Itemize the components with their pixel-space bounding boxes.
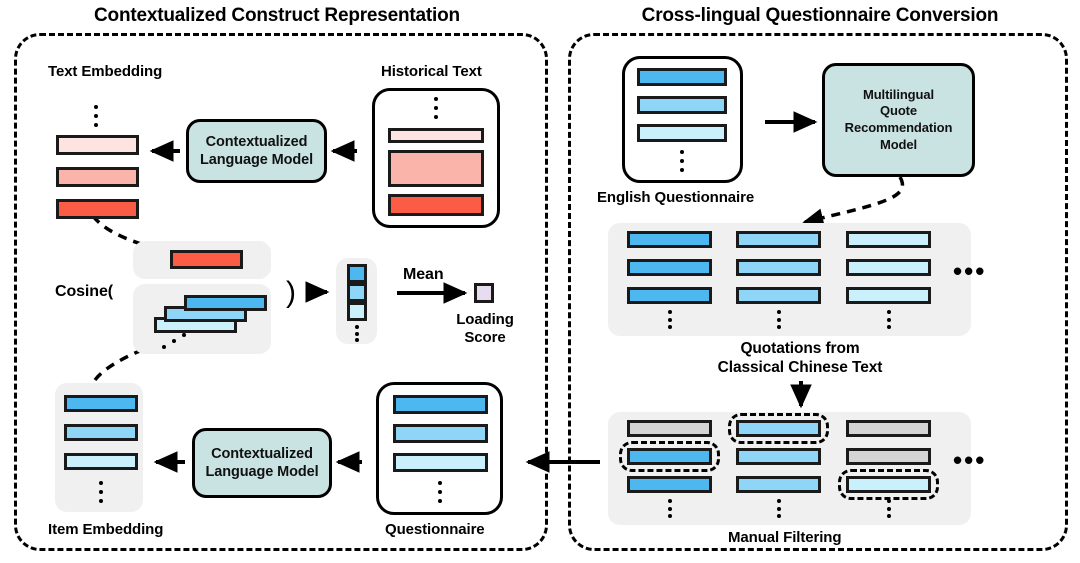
quotations-c2-bar-1 <box>736 231 821 248</box>
text-embedding-label: Text Embedding <box>48 63 163 80</box>
multilingual-quote-recommendation-model[interactable]: Multilingual Quote Recommendation Model <box>822 63 975 177</box>
filtering-c2-bar-2 <box>736 448 821 465</box>
questionnaire-bar-2 <box>393 424 488 443</box>
quotations-label-line1: Quotations from <box>740 340 860 357</box>
item-embedding-dots <box>98 481 104 503</box>
filtering-c3-bar-3[interactable] <box>846 476 931 493</box>
english-questionnaire-bar-1 <box>637 68 727 86</box>
quote-model-line4: Model <box>879 136 918 152</box>
quotations-c2-bar-3 <box>736 287 821 304</box>
loading-score-line1: Loading <box>456 311 514 328</box>
quotations-c3-bar-3 <box>846 287 931 304</box>
item-embedding-bar-1 <box>64 395 138 412</box>
score-vector-dots <box>354 325 360 342</box>
historical-text-bar-2 <box>388 150 484 187</box>
item-embedding-bar-3 <box>64 453 138 470</box>
text-embedding-bar-2 <box>56 167 139 187</box>
text-embedding-bar-3 <box>56 199 139 219</box>
quotations-c1-dots <box>667 310 673 329</box>
contextualized-language-model-top[interactable]: Contextualized Language Model <box>186 119 327 183</box>
quote-model-line2: Quote <box>879 103 918 119</box>
quote-model-line3: Recommendation <box>844 120 953 135</box>
filtering-c3-bar-2 <box>846 448 931 465</box>
filtering-c3-bar-1 <box>846 420 931 437</box>
questionnaire-dots <box>437 481 443 503</box>
quotations-c3-dots <box>886 310 892 329</box>
right-panel-boundary <box>568 33 1068 551</box>
quotations-c3-bar-1 <box>846 231 931 248</box>
filtering-c2-bar-1[interactable] <box>736 420 821 437</box>
mean-label: Mean <box>403 266 444 283</box>
quotations-c1-bar-3 <box>627 287 712 304</box>
historical-text-bar-3 <box>388 194 484 216</box>
score-vector-cell-1 <box>347 264 367 283</box>
score-vector-cell-3 <box>347 302 367 321</box>
filtering-ellipsis: ••• <box>953 445 987 475</box>
quote-model-line1: Multilingual <box>862 86 934 102</box>
manual-filtering-label: Manual Filtering <box>728 529 842 546</box>
text-embedding-dots <box>93 105 99 127</box>
right-panel-title: Cross-lingual Questionnaire Conversion <box>641 5 999 26</box>
questionnaire-bar-1 <box>393 395 488 414</box>
left-panel-title: Contextualized Construct Representation <box>94 5 460 26</box>
english-questionnaire-dots <box>679 150 685 172</box>
quotations-ellipsis: ••• <box>953 256 987 286</box>
quotations-label-line2: Classical Chinese Text <box>717 358 883 376</box>
quotations-c2-dots <box>776 310 782 329</box>
filtering-c1-bar-3 <box>627 476 712 493</box>
cosine-item-bar-dark <box>184 295 267 311</box>
quote-model-text: Multilingual Quote Recommendation Model <box>845 87 953 154</box>
model-bottom-line1: Contextualized <box>211 445 313 462</box>
cosine-label: Cosine( <box>55 283 113 300</box>
quotations-c1-bar-2 <box>627 259 712 276</box>
item-embedding-bar-2 <box>64 424 138 441</box>
questionnaire-label: Questionnaire <box>385 521 485 538</box>
quotations-c2-bar-2 <box>736 259 821 276</box>
model-top-text: Contextualized Language Model <box>200 133 313 169</box>
filtering-c3-dots <box>886 499 892 518</box>
model-top-line1: Contextualized <box>205 133 308 150</box>
loading-score-line2: Score <box>464 329 506 346</box>
contextualized-language-model-bottom[interactable]: Contextualized Language Model <box>192 428 332 498</box>
model-top-line2: Language Model <box>200 152 313 168</box>
filtering-c2-dots <box>776 499 782 518</box>
filtering-c1-bar-1 <box>627 420 712 437</box>
historical-text-bar-1 <box>388 128 484 143</box>
historical-text-dots <box>433 97 439 119</box>
item-embedding-label: Item Embedding <box>48 521 164 538</box>
english-questionnaire-bar-2 <box>637 96 727 114</box>
english-questionnaire-bar-3 <box>637 124 727 142</box>
cosine-item-diagonal-dots <box>158 333 192 350</box>
text-embedding-bar-1 <box>56 135 139 155</box>
historical-text-label: Historical Text <box>381 63 482 80</box>
model-bottom-line2: Language Model <box>205 464 319 480</box>
filtering-c1-dots <box>667 499 673 518</box>
left-panel-boundary <box>14 33 548 551</box>
filtering-c1-bar-2[interactable] <box>627 448 712 465</box>
cosine-text-vector-bar <box>170 250 243 269</box>
quotations-c3-bar-2 <box>846 259 931 276</box>
score-vector-cell-2 <box>347 283 367 302</box>
questionnaire-bar-3 <box>393 453 488 472</box>
loading-score-label: Loading Score <box>444 311 526 347</box>
loading-score-swatch <box>474 283 494 303</box>
quotations-label: Quotations from Classical Chinese Text <box>690 340 910 377</box>
cosine-close-paren: ) <box>286 276 296 309</box>
model-bottom-text: Contextualized Language Model <box>206 445 319 481</box>
filtering-c2-bar-3 <box>736 476 821 493</box>
quotations-c1-bar-1 <box>627 231 712 248</box>
english-questionnaire-label: English Questionnaire <box>597 189 755 206</box>
